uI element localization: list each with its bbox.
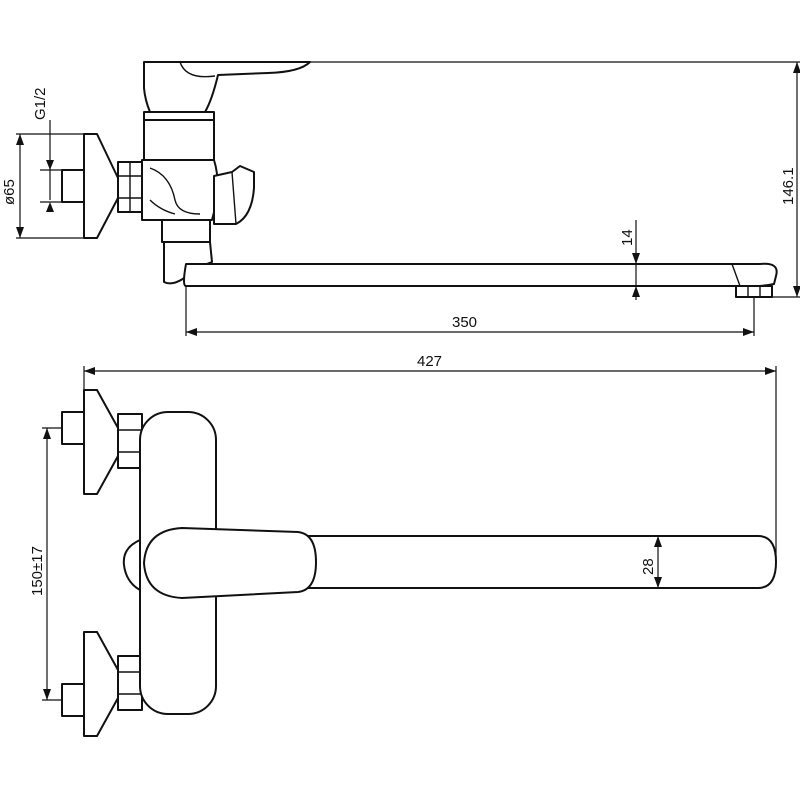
side-cartridge-bonnet — [143, 111, 215, 121]
total-length-label: 427 — [417, 353, 442, 370]
top-diverter-knob — [122, 539, 141, 591]
top-wall-flange-upper — [83, 389, 119, 495]
side-view-dimensions: G1/2 ø65 146.1 14 350 — [1, 61, 800, 336]
side-view — [61, 61, 778, 298]
side-aerator — [735, 285, 773, 298]
side-lever-handle — [143, 61, 311, 113]
side-wall-flange — [83, 133, 119, 239]
inlet-spacing-label: 150±17 — [29, 546, 46, 596]
total-height-label: 146.1 — [780, 167, 797, 205]
side-spout-collar — [161, 219, 211, 243]
inlet-thread-label: G1/2 — [32, 87, 49, 120]
top-hex-nut-upper — [117, 413, 143, 469]
side-spout — [183, 262, 778, 288]
top-view — [61, 389, 777, 737]
top-inlet-pipe-lower — [61, 683, 85, 717]
spout-width-label: 28 — [640, 558, 657, 575]
top-inlet-pipe-upper — [61, 411, 85, 445]
top-view-dimensions: 427 150±17 28 — [29, 353, 777, 701]
side-inlet-pipe — [61, 169, 85, 203]
flange-diameter-label: ø65 — [1, 179, 18, 205]
top-spout — [199, 535, 777, 589]
top-wall-flange-lower — [83, 631, 119, 737]
top-lever-handle — [143, 527, 317, 599]
top-hex-nut-lower — [117, 655, 143, 711]
spout-height-label: 14 — [619, 229, 636, 246]
spout-reach-label: 350 — [452, 314, 477, 331]
